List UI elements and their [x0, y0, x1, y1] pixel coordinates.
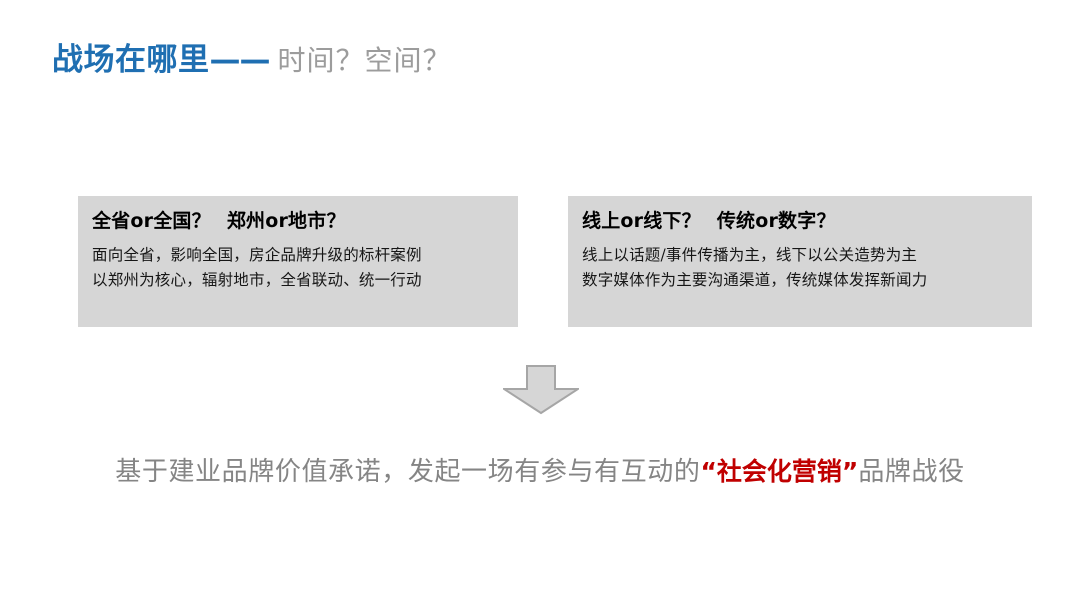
panel-right-heading-part1: 线上or线下？: [582, 210, 701, 232]
panel-channel-question: 线上or线下？ 传统or数字？ 线上以话题/事件传播为主，线下以公关造势为主 数字…: [568, 196, 1032, 327]
title-main-text: 战场在哪里: [52, 42, 210, 78]
panel-left-heading-part2: 郑州or地市？: [226, 210, 346, 232]
summary-statement: 基于建业品牌价值承诺，发起一场有参与有互动的“社会化营销”品牌战役: [0, 456, 1080, 490]
panel-right-line-1: 线上以话题/事件传播为主，线下以公关造势为主: [582, 245, 918, 264]
panel-right-line-2: 数字媒体作为主要沟通渠道，传统媒体发挥新闻力: [582, 270, 928, 289]
panel-right-heading-part2: 传统or数字？: [716, 210, 836, 232]
panel-right-heading: 线上or线下？ 传统or数字？: [582, 210, 1020, 234]
panel-left-heading: 全省or全国？ 郑州or地市？: [92, 210, 506, 234]
panel-left-line-2: 以郑州为核心，辐射地市，全省联动、统一行动: [92, 270, 422, 289]
title-dash: ——: [209, 42, 271, 78]
panel-left-line-1: 面向全省，影响全国，房企品牌升级的标杆案例: [92, 245, 422, 264]
page-title: 战场在哪里——时间？空间？: [52, 44, 452, 77]
statement-highlight-text: “社会化营销”: [700, 457, 859, 486]
statement-before-text: 基于建业品牌价值承诺，发起一场有参与有互动的: [115, 457, 701, 487]
panel-scope-question: 全省or全国？ 郑州or地市？ 面向全省，影响全国，房企品牌升级的标杆案例 以郑州…: [78, 196, 518, 327]
statement-after-text: 品牌战役: [858, 457, 965, 487]
title-subtitle-text: 时间？空间？: [277, 44, 452, 77]
panel-left-heading-part1: 全省or全国？: [92, 210, 211, 232]
arrow-down-icon: [503, 365, 579, 415]
